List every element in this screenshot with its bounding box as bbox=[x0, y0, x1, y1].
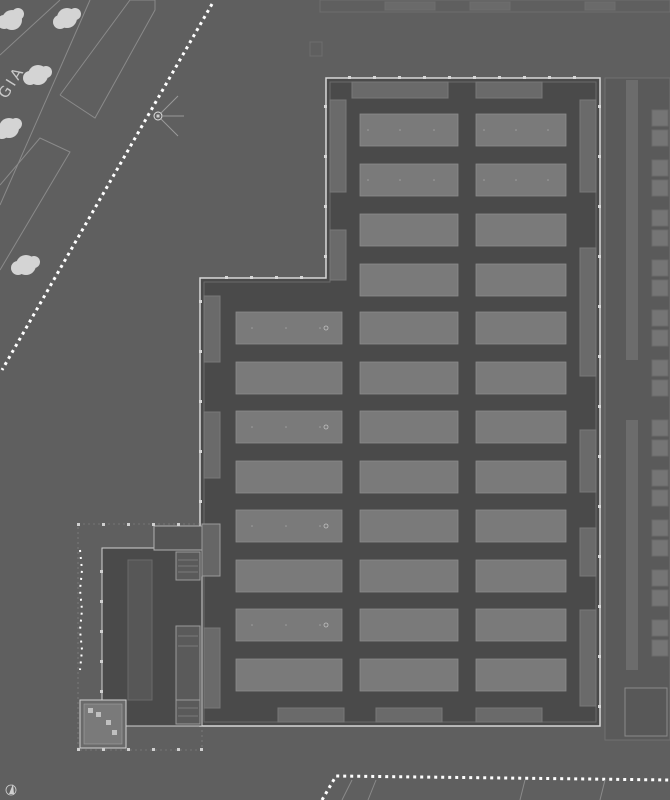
boundary-dotted-bottom bbox=[320, 774, 670, 800]
main-hall bbox=[199, 76, 601, 727]
lamp-post-icon bbox=[153, 95, 184, 137]
trees bbox=[0, 8, 81, 275]
tree-icon bbox=[53, 8, 81, 29]
street-diagonal bbox=[0, 0, 156, 271]
bottom-street-lines bbox=[341, 779, 606, 800]
boundary-dotted-top bbox=[0, 3, 214, 371]
tree-icon bbox=[0, 8, 24, 30]
tree-icon bbox=[0, 118, 22, 139]
neighbour-buildings-top bbox=[309, 0, 670, 57]
storage-bays-lower bbox=[235, 311, 567, 692]
tree-icon bbox=[11, 255, 40, 275]
column-markers bbox=[323, 325, 329, 628]
neighbour-buildings-right bbox=[604, 77, 670, 741]
storage-bays-upper bbox=[359, 113, 567, 297]
bay-markers bbox=[251, 129, 549, 626]
north-arrow-icon bbox=[5, 784, 17, 796]
tree-icon bbox=[23, 65, 52, 85]
perimeter-columns bbox=[199, 76, 601, 708]
annex-building bbox=[77, 523, 221, 751]
